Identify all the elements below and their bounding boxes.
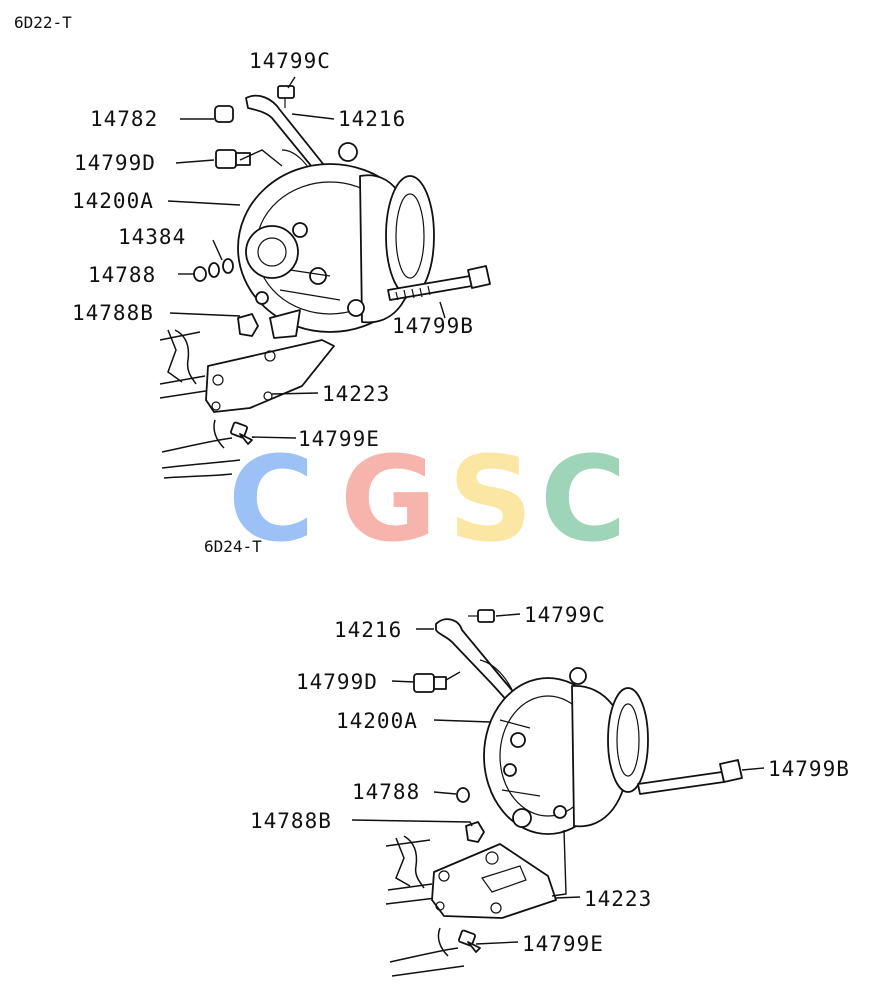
- callout-14799e: 14799E: [522, 932, 604, 956]
- bracket-14223-1: [205, 339, 335, 413]
- callout-14788: 14788: [88, 263, 156, 287]
- alternator-1: [237, 142, 435, 339]
- alternator-2: [483, 667, 649, 835]
- watermark-letter-c1: C: [228, 430, 315, 568]
- engine-frame-1: [159, 329, 241, 479]
- callout-14216: 14216: [334, 618, 402, 642]
- bracket-14223-2: [431, 843, 557, 919]
- callout-14799b: 14799B: [768, 757, 850, 781]
- nut-14788b-2: [465, 821, 485, 843]
- callout-14216: 14216: [338, 107, 406, 131]
- bolt-14799b-2: [637, 759, 743, 795]
- bolt-14799d-1: [215, 149, 251, 169]
- engine-frame-2: [385, 835, 465, 977]
- diagram-title-6d22t: 6D22-T: [14, 13, 72, 32]
- watermark-letter-s: S: [448, 430, 533, 568]
- bolt-14799e-2: [458, 929, 481, 953]
- callout-14223: 14223: [584, 887, 652, 911]
- nut-14788-2: [456, 787, 470, 803]
- bolt-14799e-1: [230, 421, 253, 445]
- watermark-letter-c2: C: [540, 430, 627, 568]
- watermark-letter-g: G: [340, 430, 437, 568]
- callout-14788b: 14788B: [250, 809, 332, 833]
- callout-14788: 14788: [352, 780, 420, 804]
- diagram-6d24t: 6D24-T: [204, 537, 850, 977]
- diagram-6d22t: 6D22-T: [14, 13, 491, 479]
- callout-14799b: 14799B: [392, 314, 474, 338]
- cap-14782-1: [214, 105, 234, 123]
- callout-14788b: 14788B: [72, 301, 154, 325]
- callout-14799d: 14799D: [74, 151, 156, 175]
- callout-14200a: 14200A: [72, 189, 154, 213]
- watermark-logo: C G S C: [228, 430, 627, 568]
- diagram-title-6d24t: 6D24-T: [204, 537, 262, 556]
- callout-14799c: 14799C: [249, 49, 331, 73]
- callout-14799d: 14799D: [296, 670, 378, 694]
- bolt-14799b-1: [387, 265, 491, 301]
- callout-14782: 14782: [90, 107, 158, 131]
- nuts-1: [193, 258, 259, 337]
- bolt-14799d-2: [413, 673, 447, 693]
- callout-14799e: 14799E: [298, 427, 380, 451]
- callout-14799c: 14799C: [524, 603, 606, 627]
- callout-14200a: 14200A: [336, 709, 418, 733]
- bolt-14799c-1: [277, 85, 295, 108]
- callout-14384: 14384: [118, 225, 186, 249]
- callout-14223: 14223: [322, 382, 390, 406]
- bolt-14799c-2: [468, 609, 495, 623]
